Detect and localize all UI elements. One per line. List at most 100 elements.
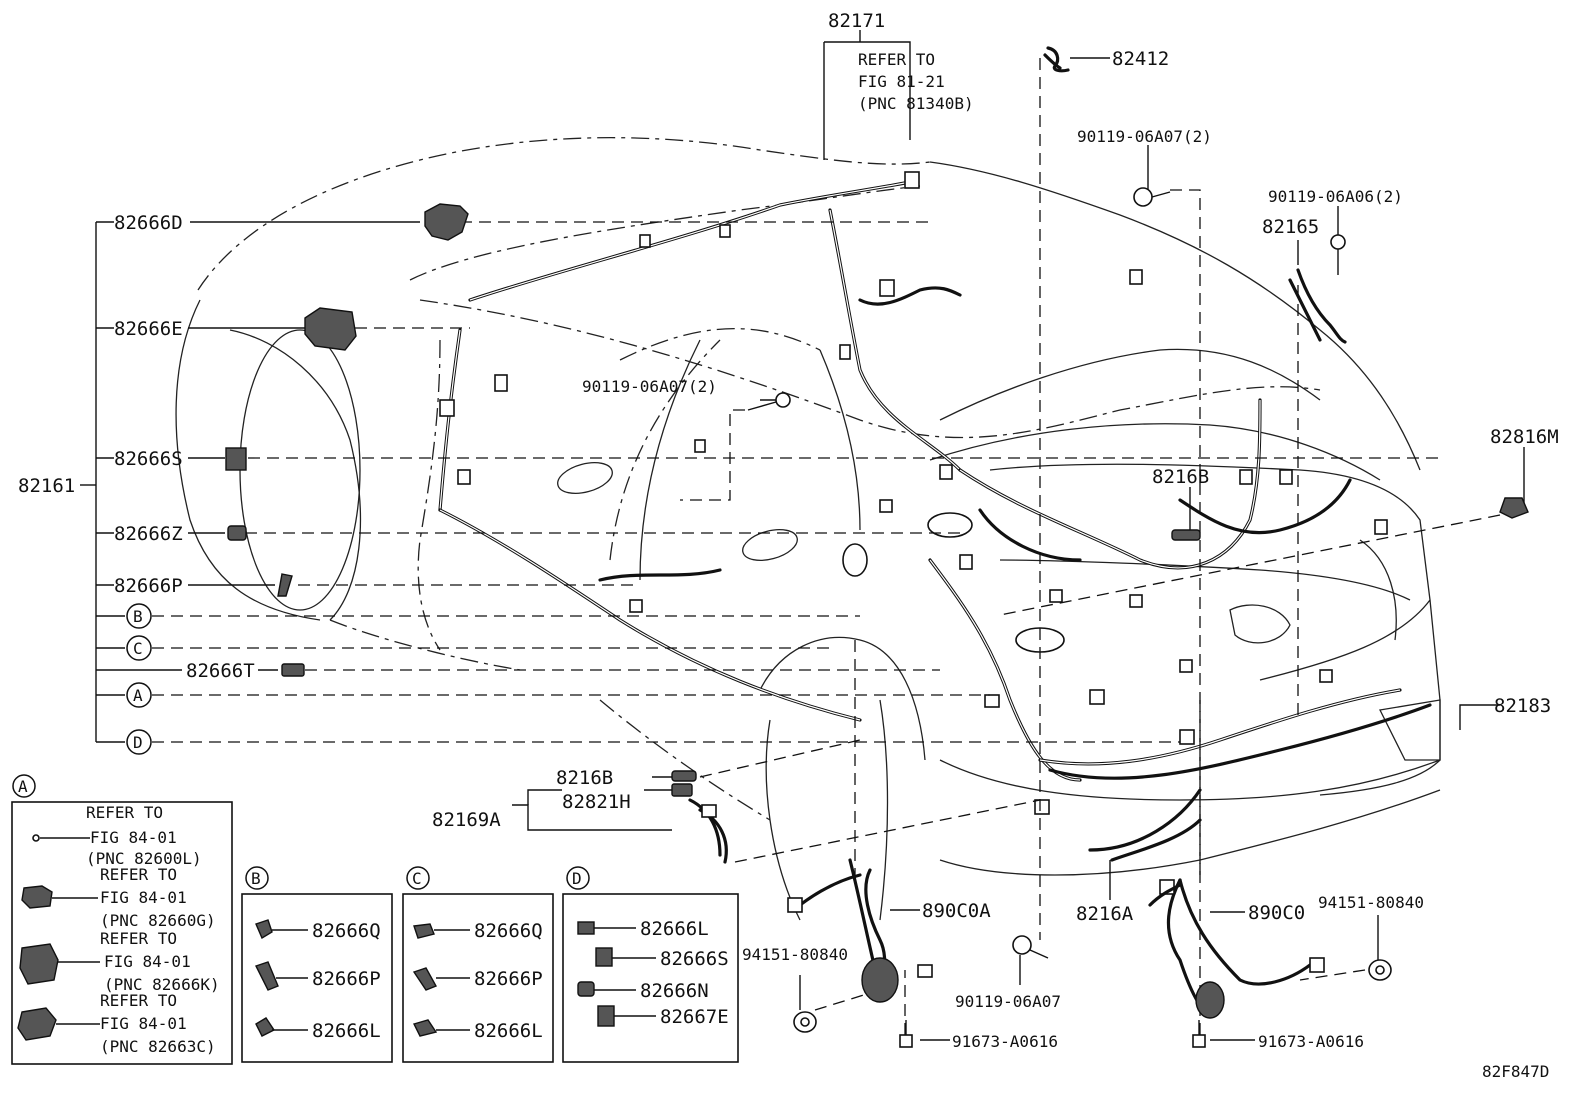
nut-icon bbox=[1368, 959, 1392, 981]
detail-A-ref4-line3: (PNC 82663C) bbox=[100, 1037, 216, 1056]
detail-A-ref1-line1: REFER TO bbox=[86, 803, 163, 822]
detail-A-part4-icon bbox=[17, 1007, 57, 1041]
clip-82666S-d-icon bbox=[595, 947, 613, 967]
nut-icon bbox=[793, 1011, 817, 1033]
detail-A-ref3-line3: (PNC 82666K) bbox=[104, 975, 220, 994]
detail-A-ref1-line3: (PNC 82600L) bbox=[86, 849, 202, 868]
marker-D: D bbox=[126, 729, 152, 755]
part-82666E-icon bbox=[304, 307, 357, 351]
detail-D-marker: D bbox=[572, 869, 582, 888]
label-82165: 82165 bbox=[1262, 216, 1319, 238]
harness-connectors bbox=[439, 171, 1388, 815]
label-82666E: 82666E bbox=[114, 318, 183, 340]
label-nut-94151-80840-left: 94151-80840 bbox=[742, 945, 848, 964]
detail-box-D: D 82666L 82666S 82666N 82667E bbox=[562, 866, 739, 1063]
marker-A: A bbox=[126, 682, 152, 708]
wire-harness bbox=[438, 53, 1402, 992]
detail-B-part1: 82666Q bbox=[312, 920, 381, 942]
label-refer-top-2: FIG 81-21 bbox=[858, 72, 945, 91]
detail-A-ref1-line2: FIG 84-01 bbox=[90, 828, 177, 847]
detail-markers: B C A D bbox=[126, 603, 152, 755]
label-82666T: 82666T bbox=[186, 660, 255, 682]
screw-icon bbox=[1192, 1020, 1206, 1048]
part-82666Z-icon bbox=[227, 525, 247, 541]
clip-82666Q-c-icon bbox=[413, 923, 435, 939]
detail-A-ref2-line1: REFER TO bbox=[100, 865, 177, 884]
detail-C-marker: C bbox=[412, 869, 422, 888]
part-82666T-icon bbox=[281, 663, 305, 677]
clip-82666P-icon bbox=[255, 961, 279, 991]
label-82183: 82183 bbox=[1494, 695, 1551, 717]
label-bolt-90119-06A06-2: 90119-06A06(2) bbox=[1268, 187, 1403, 206]
detail-C-part1: 82666Q bbox=[474, 920, 543, 942]
label-refer-top-1: REFER TO bbox=[858, 50, 935, 69]
detail-box-C: C 82666Q 82666P 82666L bbox=[402, 866, 554, 1063]
label-bolt-90119-06A07-2-top: 90119-06A07(2) bbox=[1077, 127, 1212, 146]
label-82666S: 82666S bbox=[114, 448, 183, 470]
part-82666P-icon bbox=[277, 573, 293, 597]
svg-text:C: C bbox=[133, 639, 143, 658]
label-8216A: 8216A bbox=[1076, 903, 1134, 925]
detail-D-part3: 82666N bbox=[640, 980, 709, 1002]
abs-sensor-890C0-icon bbox=[1148, 878, 1325, 1019]
part-82666D-icon bbox=[424, 203, 469, 241]
part-82821H-icon bbox=[671, 783, 693, 797]
part-8216B-top-icon bbox=[1171, 529, 1201, 541]
loose-parts bbox=[225, 46, 1529, 1048]
detail-A-part3-icon bbox=[19, 943, 59, 985]
detail-A-ref4-line2: FIG 84-01 bbox=[100, 1014, 187, 1033]
label-bolt-90119-06A07-2-mid: 90119-06A07(2) bbox=[582, 377, 717, 396]
harness-8216A-icon bbox=[1110, 818, 1202, 862]
detail-box-A: A REFER TO FIG 84-01 (PNC 82600L) REFER … bbox=[11, 774, 233, 1065]
label-82169A: 82169A bbox=[432, 809, 501, 831]
detail-A-ref2-line3: (PNC 82660G) bbox=[100, 911, 216, 930]
clip-82667E-d-icon bbox=[597, 1005, 615, 1027]
label-figure-code: 82F847D bbox=[1482, 1062, 1549, 1081]
leader-lines bbox=[80, 30, 1525, 1041]
part-labels: 82171 REFER TO FIG 81-21 (PNC 81340B) 82… bbox=[18, 10, 1559, 1081]
bolt-icon bbox=[1012, 935, 1049, 959]
vehicle-body-outline bbox=[175, 137, 1441, 921]
label-screw-91673-A0616-right: 91673-A0616 bbox=[1258, 1032, 1364, 1051]
clip-82666P-c-icon bbox=[412, 967, 437, 991]
label-82171: 82171 bbox=[828, 10, 885, 32]
detail-A-ref4-line1: REFER TO bbox=[100, 991, 177, 1010]
svg-text:B: B bbox=[133, 607, 143, 626]
label-82666D: 82666D bbox=[114, 212, 183, 234]
label-bolt-90119-06A07-bottom: 90119-06A07 bbox=[955, 992, 1061, 1011]
label-82816M: 82816M bbox=[1490, 426, 1559, 448]
detail-B-part3: 82666L bbox=[312, 1020, 381, 1042]
detail-B-marker: B bbox=[251, 869, 261, 888]
detail-box-B: B 82666Q 82666P 82666L bbox=[241, 866, 393, 1063]
part-82816M-icon bbox=[1499, 497, 1529, 519]
screw-icon bbox=[899, 1020, 913, 1048]
part-82666S-icon bbox=[225, 447, 247, 471]
clip-82666Q-icon bbox=[255, 919, 273, 940]
label-refer-top-3: (PNC 81340B) bbox=[858, 94, 974, 113]
clip-82666L-c-icon bbox=[412, 1019, 438, 1037]
harness-82165-icon bbox=[1296, 268, 1347, 344]
label-890C0: 890C0 bbox=[1248, 902, 1305, 924]
detail-D-part1: 82666L bbox=[640, 918, 709, 940]
detail-D-part4: 82667E bbox=[660, 1006, 729, 1028]
detail-C-part3: 82666L bbox=[474, 1020, 543, 1042]
marker-B: B bbox=[126, 603, 152, 629]
label-82821H: 82821H bbox=[562, 791, 631, 813]
detail-B-part2: 82666P bbox=[312, 968, 381, 990]
abs-sensor-890C0A-icon bbox=[787, 868, 933, 1003]
detail-A-ref3-line1: REFER TO bbox=[100, 929, 177, 948]
marker-C: C bbox=[126, 635, 152, 661]
label-890C0A: 890C0A bbox=[922, 900, 991, 922]
label-82412: 82412 bbox=[1112, 48, 1169, 70]
detail-A-ref3-line2: FIG 84-01 bbox=[104, 952, 191, 971]
part-8216B-icon bbox=[671, 770, 697, 782]
label-screw-91673-A0616-left: 91673-A0616 bbox=[952, 1032, 1058, 1051]
clip-82666L-icon bbox=[255, 1017, 276, 1037]
detail-A-ref2-line2: FIG 84-01 bbox=[100, 888, 187, 907]
bolt-icon bbox=[1330, 234, 1346, 275]
label-8216B-top: 8216B bbox=[1152, 466, 1209, 488]
detail-A-marker: A bbox=[18, 777, 28, 796]
detail-A-part2-icon bbox=[21, 885, 53, 909]
label-82666Z: 82666Z bbox=[114, 523, 183, 545]
